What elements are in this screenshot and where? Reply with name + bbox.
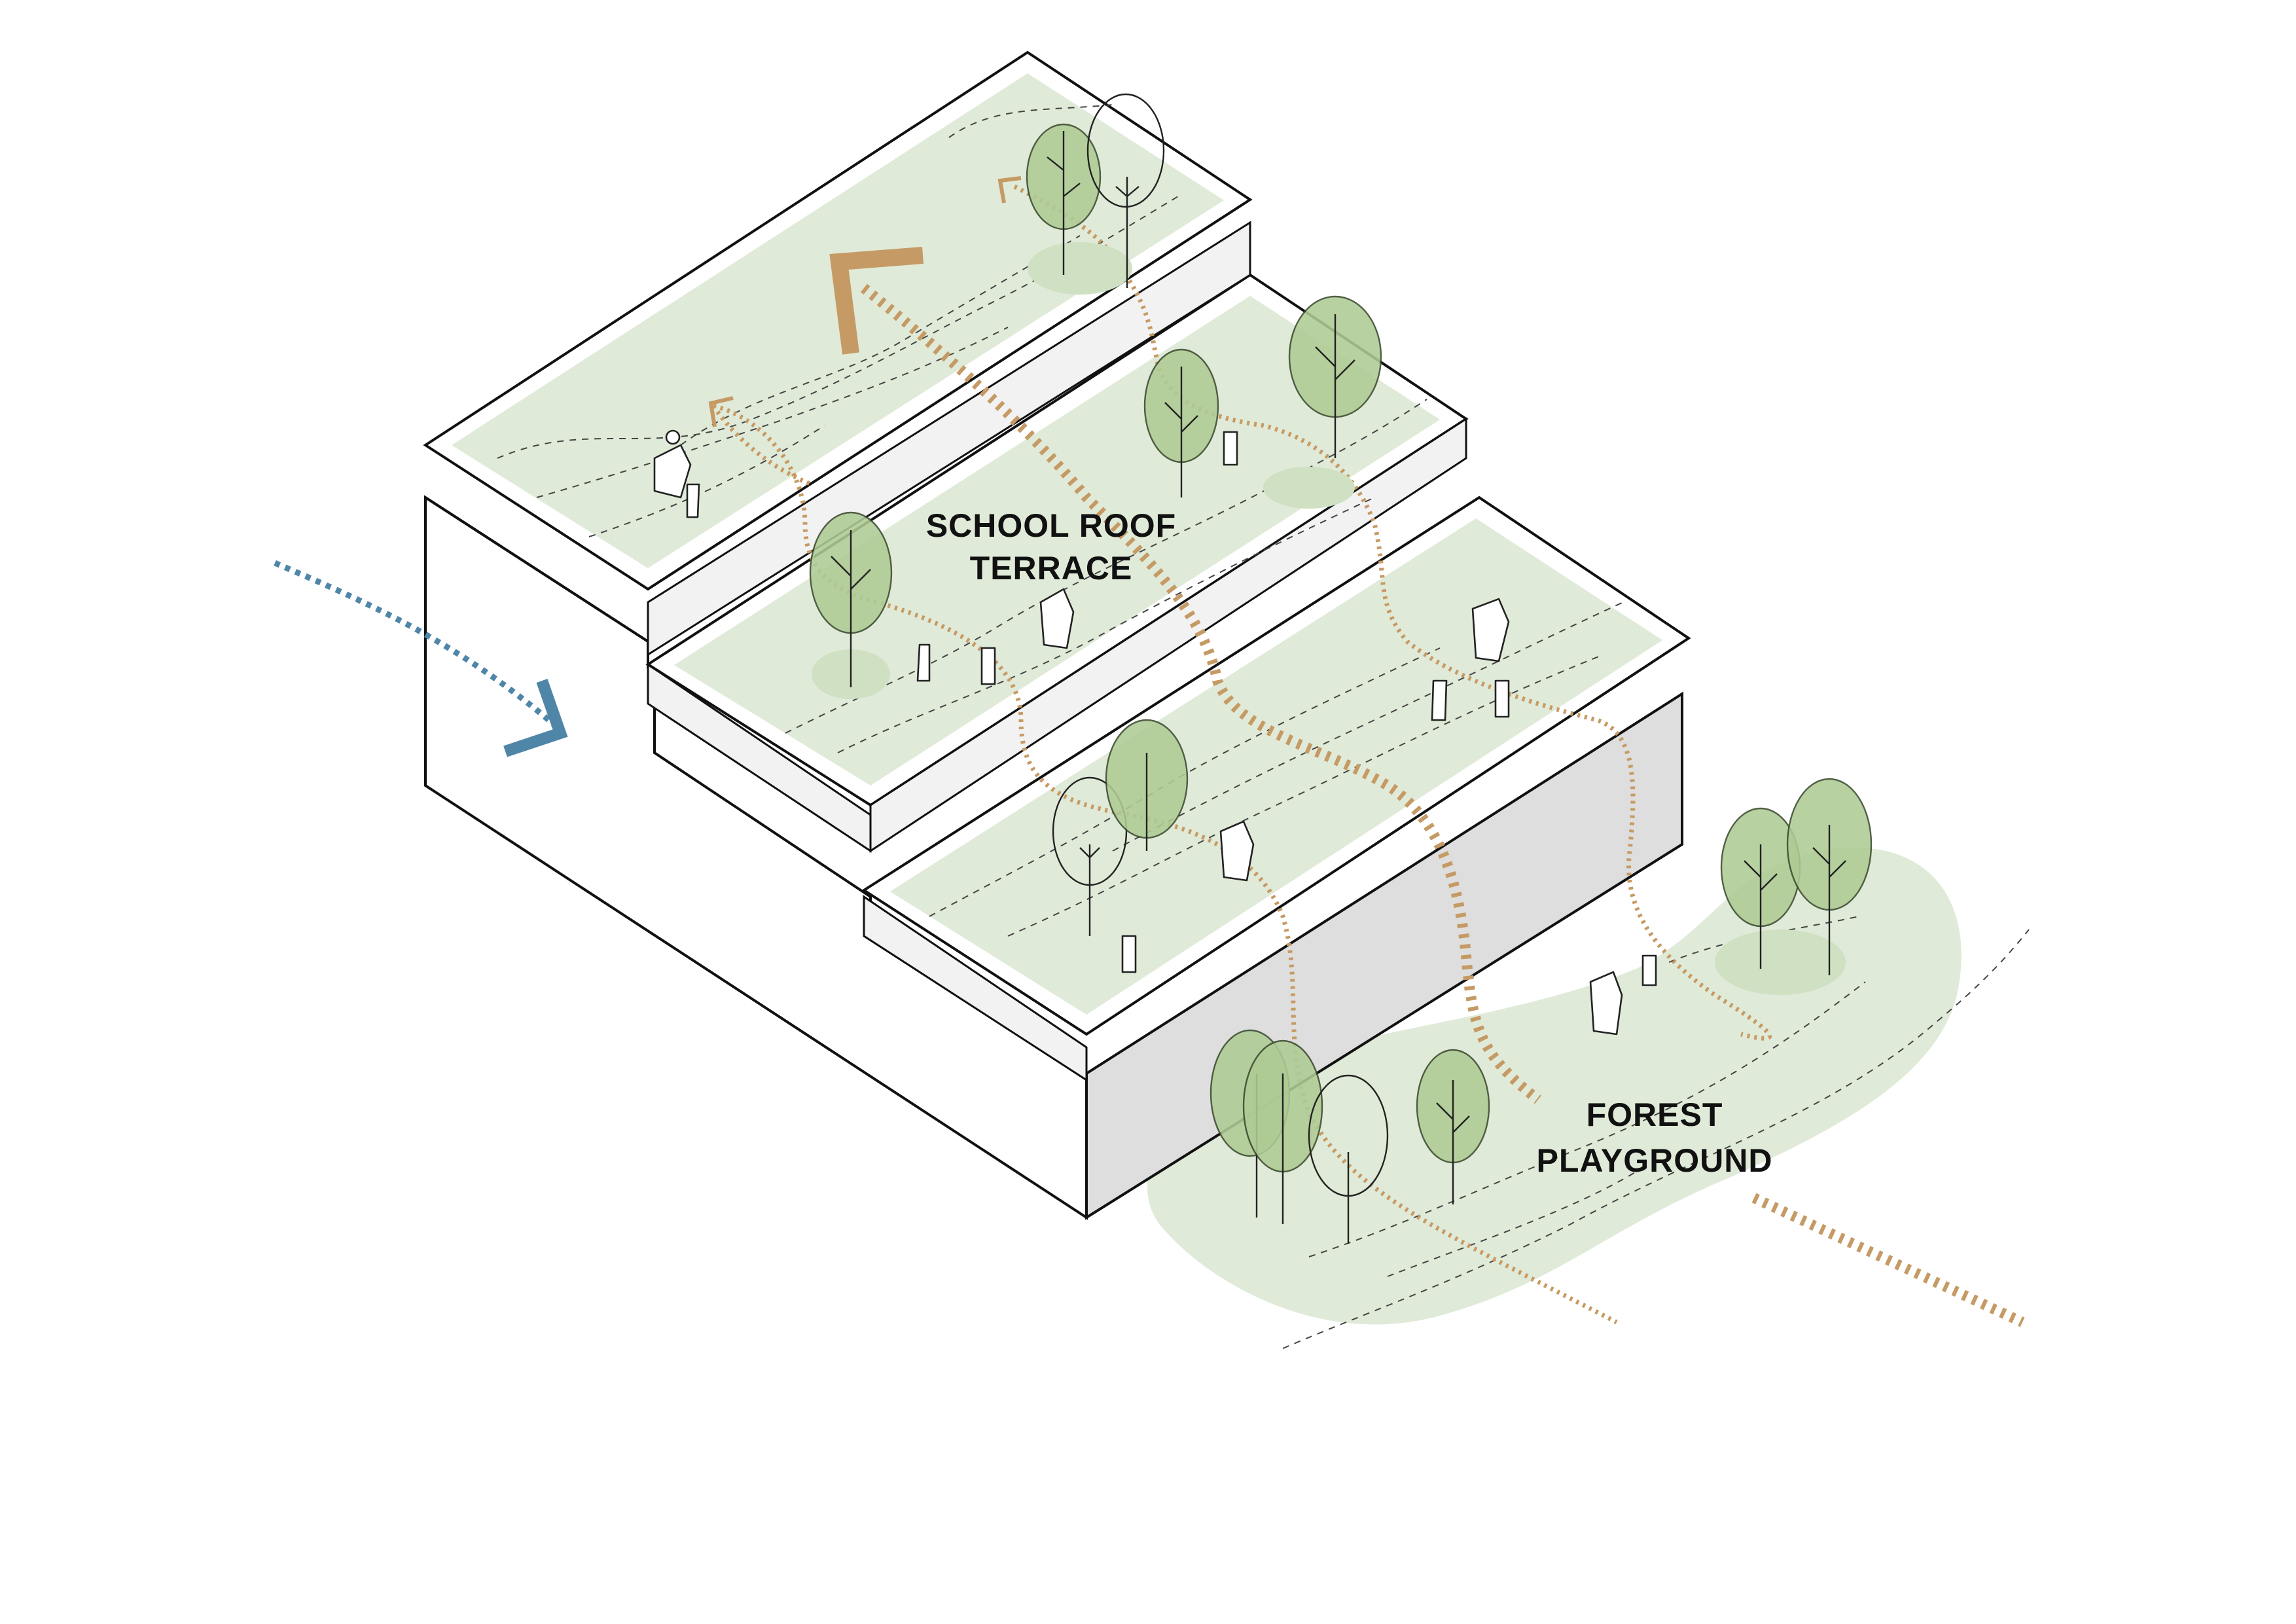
label-forest-playground: FOREST PLAYGROUND bbox=[1537, 1096, 1773, 1179]
label-forest-line-1: FOREST bbox=[1587, 1096, 1723, 1133]
label-roof-line-1: SCHOOL ROOF bbox=[926, 507, 1176, 544]
circulation-paths bbox=[711, 184, 2025, 1327]
tree-icon bbox=[809, 93, 1873, 1244]
person-icon bbox=[653, 429, 1657, 1036]
label-forest-line-2: PLAYGROUND bbox=[1537, 1142, 1773, 1179]
path-arrow-icon bbox=[708, 176, 1022, 427]
label-roof-line-2: TERRACE bbox=[970, 550, 1133, 586]
wind-arrow bbox=[274, 560, 568, 757]
arrow-chevron-icon bbox=[503, 679, 568, 757]
main-route-exit-line bbox=[1751, 1193, 2025, 1327]
label-school-roof-terrace: SCHOOL ROOF TERRACE bbox=[926, 507, 1176, 586]
